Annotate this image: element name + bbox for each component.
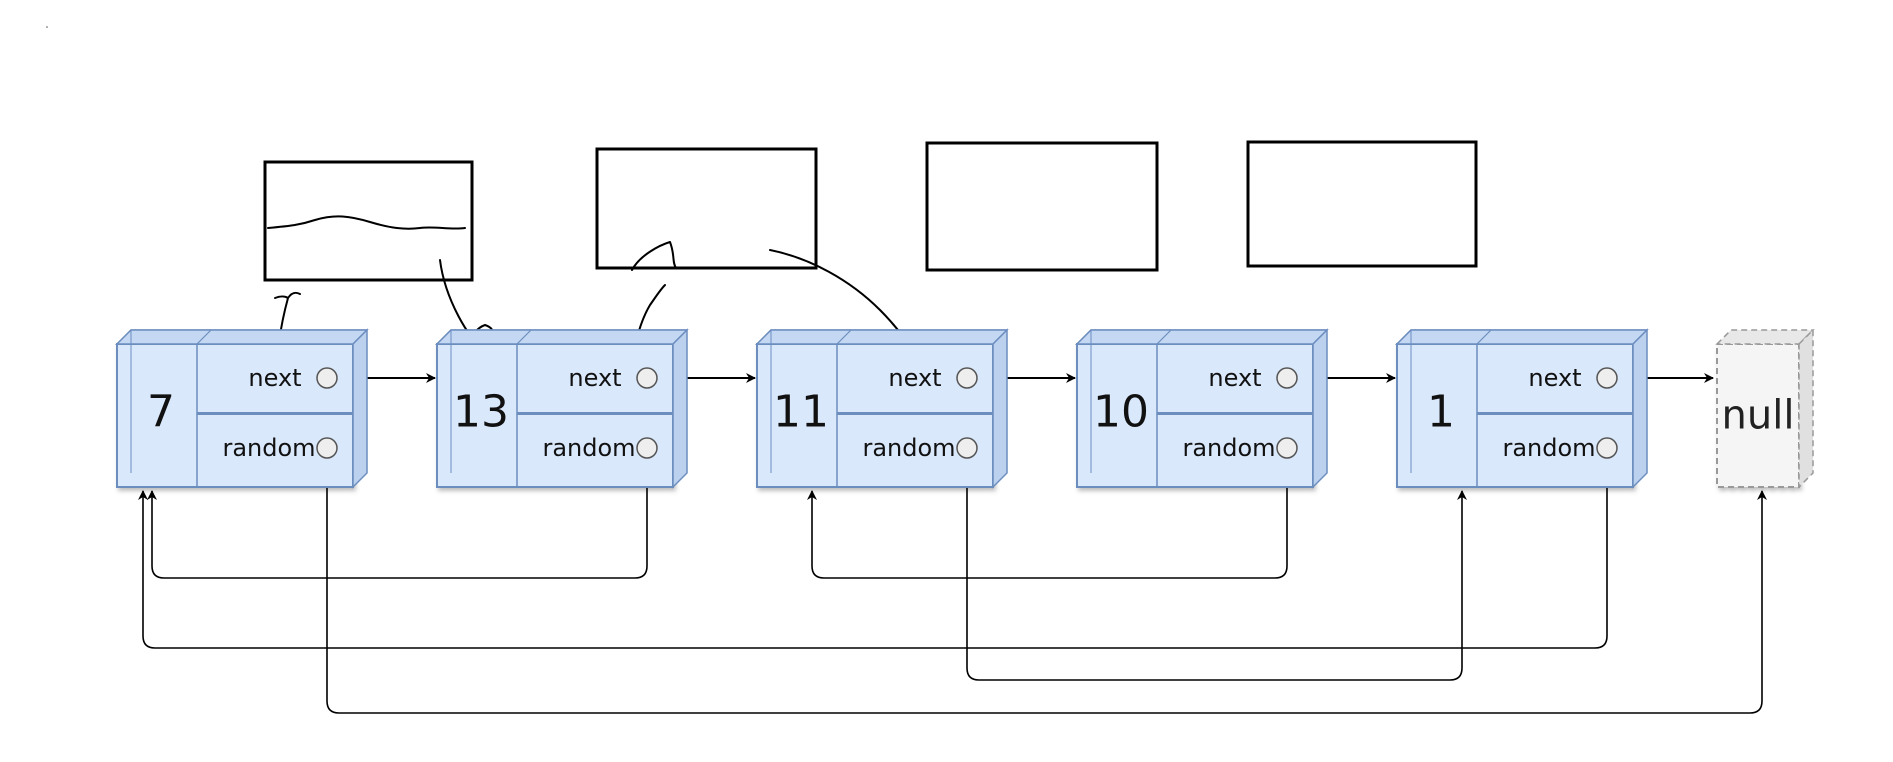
node-top-bevel — [755, 329, 1009, 345]
null-side-bevel — [1798, 328, 1814, 489]
node-next-label: next — [248, 364, 301, 392]
random-link-1-0 — [147, 458, 648, 579]
null-body — [1716, 343, 1800, 488]
node-top-divider — [196, 329, 212, 345]
node-value: 7 — [147, 387, 175, 438]
random-pointer-dot — [636, 437, 658, 459]
node-top-bevel — [1395, 329, 1649, 345]
next-pointer-dot — [1276, 367, 1298, 389]
node-body — [756, 343, 994, 488]
random-pointer-dot — [1276, 437, 1298, 459]
copy-boxes — [263, 140, 1478, 282]
random-link-3-2 — [807, 458, 1288, 579]
null-label: null — [1722, 393, 1795, 439]
list-node-13: 13 next random — [435, 328, 689, 489]
next-pointer-dot — [636, 367, 658, 389]
random-pointer-dot — [956, 437, 978, 459]
node-random-label: random — [1502, 434, 1595, 462]
node-value: 11 — [773, 387, 829, 438]
copy-box-3 — [925, 141, 1159, 272]
node-value: 1 — [1427, 387, 1455, 438]
null-top-bevel — [1715, 329, 1815, 345]
node-value: 10 — [1093, 387, 1149, 438]
node-next-label: next — [568, 364, 621, 392]
random-links — [138, 458, 1767, 714]
next-pointer-dot — [316, 367, 338, 389]
node-random-label: random — [862, 434, 955, 462]
null-node: null — [1715, 328, 1815, 489]
next-pointer-dot — [1596, 367, 1618, 389]
scribble-wave — [267, 215, 466, 230]
copy-box-1 — [263, 160, 474, 282]
random-pointer-dot — [316, 437, 338, 459]
node-value: 13 — [453, 387, 509, 438]
random-pointer-dot — [1596, 437, 1618, 459]
node-top-divider — [1156, 329, 1172, 345]
node-top-divider — [836, 329, 852, 345]
random-link-2-4 — [966, 458, 1467, 681]
list-node-1: 1 next random — [1395, 328, 1649, 489]
node-side-bevel — [992, 328, 1008, 489]
list-node-11: 11 next random — [755, 328, 1009, 489]
node-top-bevel — [115, 329, 369, 345]
node-random-label: random — [542, 434, 635, 462]
node-top-bevel — [435, 329, 689, 345]
node-top-bevel — [1075, 329, 1329, 345]
random-link-4-0 — [138, 458, 1608, 649]
node-side-bevel — [1632, 328, 1648, 489]
node-body — [436, 343, 674, 488]
node-next-label: next — [888, 364, 941, 392]
node-side-bevel — [1312, 328, 1328, 489]
node-next-label: next — [1528, 364, 1581, 392]
node-body — [1396, 343, 1634, 488]
stray-dot — [46, 26, 48, 28]
node-random-label: random — [1182, 434, 1275, 462]
node-top-divider — [1476, 329, 1492, 345]
nodes: 7 next random 13 next random 11 next random 10 nex… — [115, 328, 1649, 489]
copy-box-4 — [1246, 140, 1478, 268]
random-link-0-null — [326, 458, 1767, 714]
copy-box-2 — [595, 147, 818, 270]
node-side-bevel — [352, 328, 368, 489]
list-node-10: 10 next random — [1075, 328, 1329, 489]
next-pointer-dot — [956, 367, 978, 389]
node-side-bevel — [672, 328, 688, 489]
node-next-label: next — [1208, 364, 1261, 392]
node-top-divider — [516, 329, 532, 345]
node-random-label: random — [222, 434, 315, 462]
node-body — [1076, 343, 1314, 488]
node-body — [116, 343, 354, 488]
list-node-7: 7 next random — [115, 328, 369, 489]
